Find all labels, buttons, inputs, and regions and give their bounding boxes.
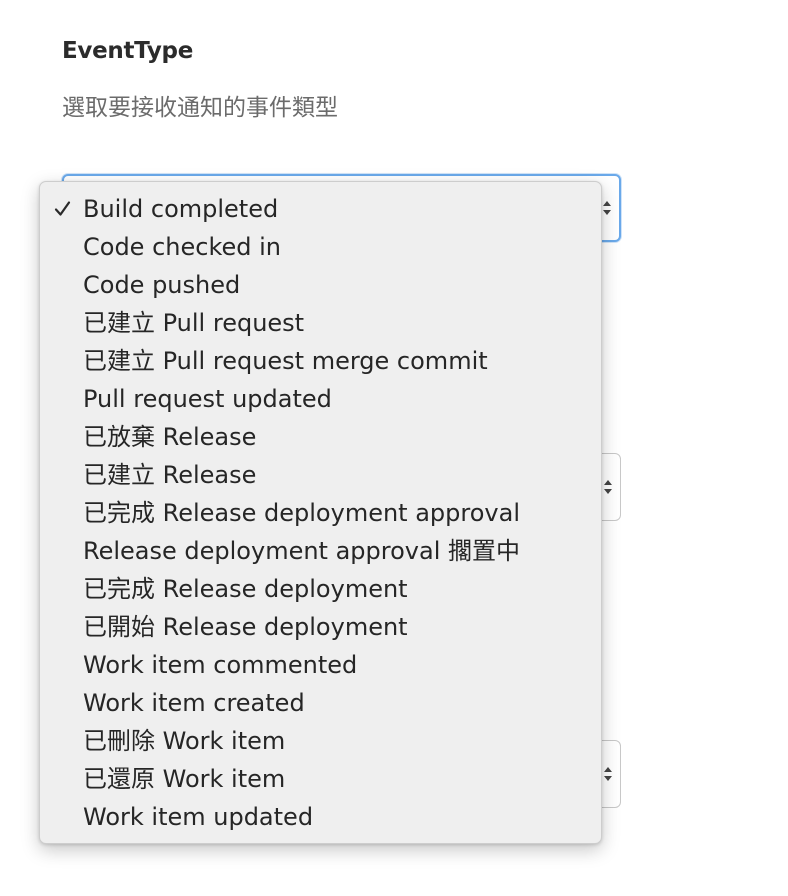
field-title: EventType (62, 38, 193, 64)
dropdown-option[interactable]: 已完成 Release deployment (40, 570, 601, 608)
dropdown-option[interactable]: 已還原 Work item (40, 760, 601, 798)
dropdown-option[interactable]: 已刪除 Work item (40, 722, 601, 760)
dropdown-option[interactable]: Release deployment approval 擱置中 (40, 532, 601, 570)
dropdown-option-label: Code pushed (83, 271, 241, 299)
dropdown-option[interactable]: 已建立 Pull request (40, 304, 601, 342)
dropdown-option[interactable]: Pull request updated (40, 380, 601, 418)
dropdown-option-label: Work item updated (83, 803, 314, 831)
dropdown-option[interactable]: Code pushed (40, 266, 601, 304)
dropdown-option-label: 已建立 Pull request (83, 309, 305, 337)
dropdown-option[interactable]: Code checked in (40, 228, 601, 266)
dropdown-option-label: 已開始 Release deployment (83, 613, 408, 641)
dropdown-option-label: Code checked in (83, 233, 281, 261)
dropdown-option-label: 已刪除 Work item (83, 727, 286, 755)
dropdown-option[interactable]: Build completed (40, 190, 601, 228)
checkmark-icon (54, 201, 71, 216)
dropdown-option[interactable]: 已放棄 Release (40, 418, 601, 456)
event-type-dropdown-menu: Build completed Code checked in Code pus… (39, 181, 602, 844)
updown-chevron-icon (604, 480, 612, 494)
dropdown-option-label: 已建立 Pull request merge commit (83, 347, 488, 375)
dropdown-option-label: 已建立 Release (83, 461, 257, 489)
updown-chevron-icon (603, 201, 611, 215)
dropdown-option[interactable]: 已開始 Release deployment (40, 608, 601, 646)
dropdown-option-label: 已放棄 Release (83, 423, 257, 451)
dropdown-option[interactable]: Work item created (40, 684, 601, 722)
dropdown-option[interactable]: 已建立 Release (40, 456, 601, 494)
field-description: 選取要接收通知的事件類型 (62, 95, 338, 121)
updown-chevron-icon (604, 767, 612, 781)
dropdown-option[interactable]: Work item commented (40, 646, 601, 684)
dropdown-option[interactable]: 已完成 Release deployment approval (40, 494, 601, 532)
dropdown-option-label: Release deployment approval 擱置中 (83, 537, 520, 565)
dropdown-option[interactable]: Work item updated (40, 798, 601, 836)
dropdown-option-label: Work item commented (83, 651, 358, 679)
dropdown-option-label: Work item created (83, 689, 305, 717)
dropdown-option-label: Build completed (83, 195, 279, 223)
dropdown-option[interactable]: 已建立 Pull request merge commit (40, 342, 601, 380)
dropdown-option-label: 已完成 Release deployment approval (83, 499, 520, 527)
dropdown-option-label: Pull request updated (83, 385, 332, 413)
dropdown-option-label: 已完成 Release deployment (83, 575, 408, 603)
dropdown-option-label: 已還原 Work item (83, 765, 286, 793)
